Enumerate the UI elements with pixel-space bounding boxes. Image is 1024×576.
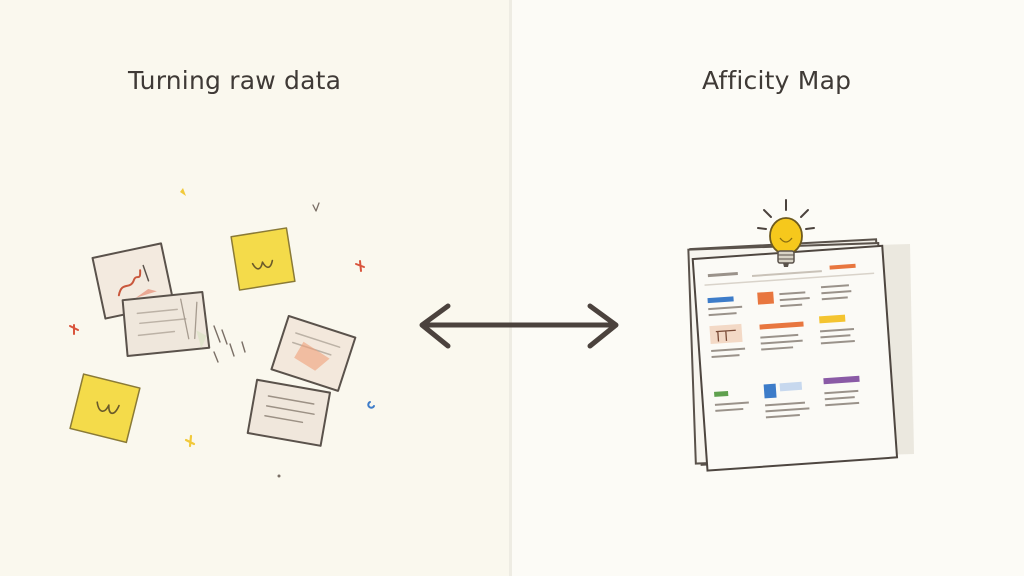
affinity-map-board-icon	[687, 238, 914, 472]
lightbulb-icon	[757, 199, 815, 267]
double-arrow-icon	[419, 303, 619, 349]
left-title: Turning raw data	[128, 66, 342, 95]
panel-divider	[509, 0, 512, 576]
right-title: Afficity Map	[702, 66, 852, 95]
scattered-notes-icon	[69, 188, 375, 478]
